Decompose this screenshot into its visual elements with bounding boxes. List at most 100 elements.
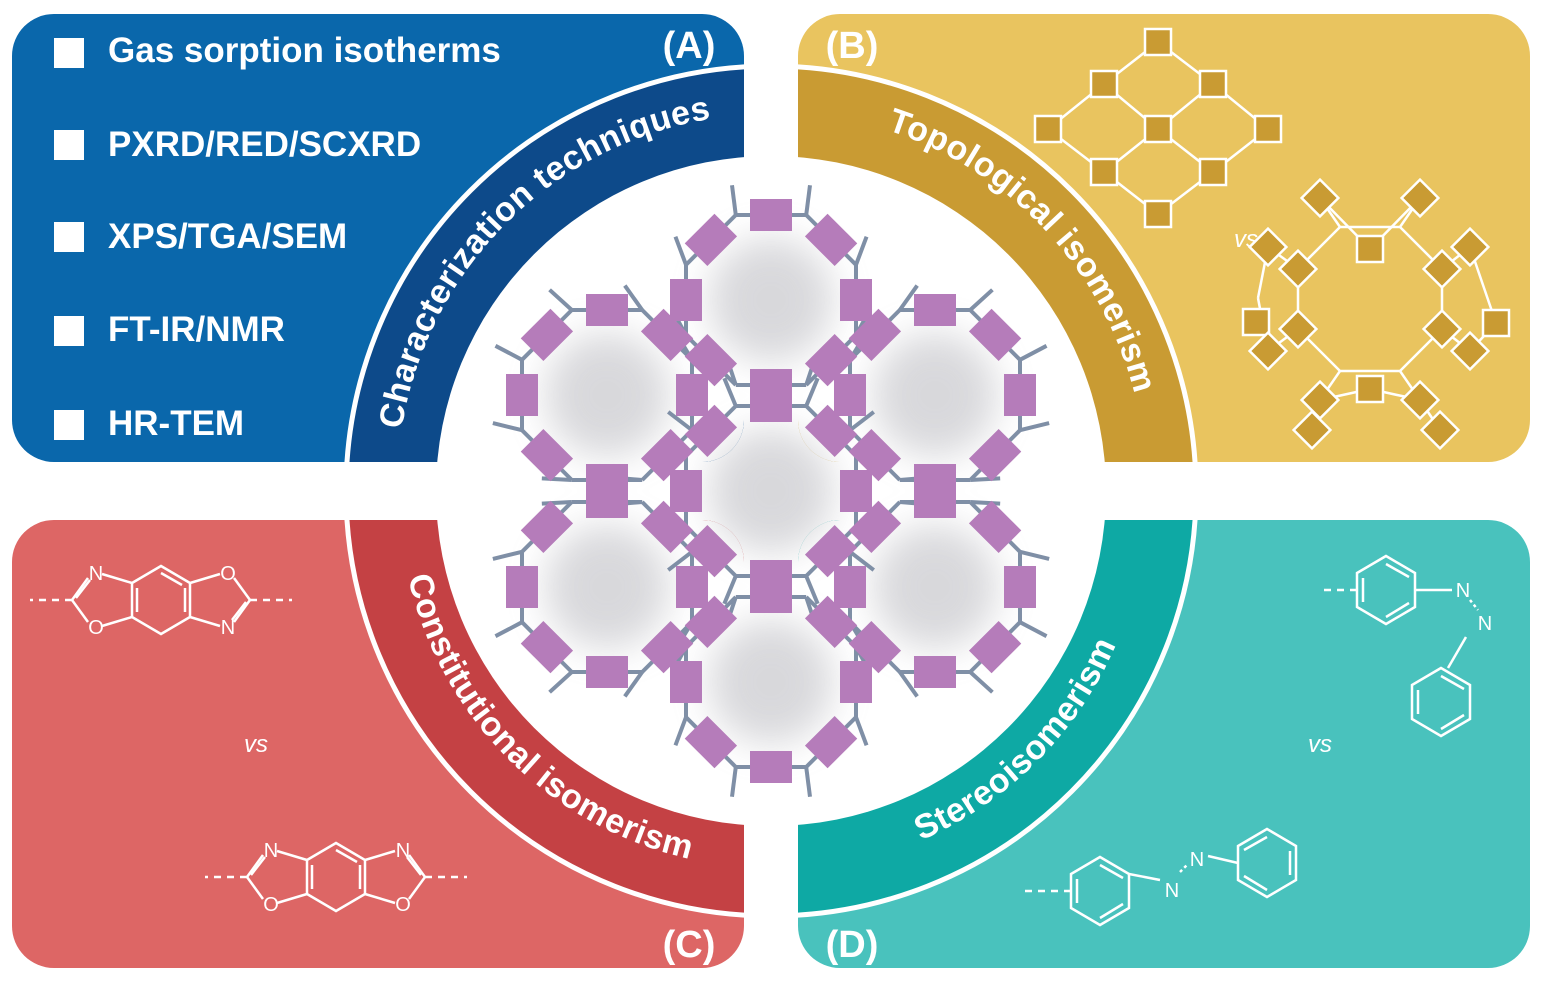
framework-linker-end: [1019, 421, 1050, 433]
framework-linker-end: [804, 575, 820, 605]
atom-label-o: O: [263, 894, 279, 916]
framework-linker-end: [722, 377, 738, 407]
technique-item: Gas sorption isotherms: [108, 31, 501, 70]
atom-label-n: N: [1478, 613, 1492, 635]
framework-linker-end: [548, 288, 574, 312]
atom-label-o: O: [220, 563, 236, 585]
framework-linker-end: [673, 236, 688, 266]
framework-linker-end: [804, 766, 812, 798]
framework-linker-end: [1019, 344, 1048, 362]
framework-node: [670, 279, 703, 321]
framework-node: [848, 428, 902, 482]
white-square-bullet-icon: [54, 130, 84, 160]
benzobisoxazole-linear-molecule-icon: [30, 564, 292, 636]
framework-node: [1003, 374, 1036, 416]
panel-d-vs: vs: [1308, 731, 1332, 758]
framework-linker-end: [968, 288, 994, 312]
framework-linker-end: [730, 184, 738, 216]
framework-node: [914, 655, 956, 688]
framework-node: [684, 595, 738, 649]
framework-node: [684, 524, 738, 578]
framework-node: [804, 595, 858, 649]
framework-linker-end: [968, 670, 994, 694]
white-square-bullet-icon: [54, 410, 84, 440]
framework-node: [804, 213, 858, 267]
framework-node: [848, 308, 902, 362]
framework-node: [914, 294, 956, 327]
framework-node: [675, 374, 708, 416]
framework-node: [834, 566, 867, 608]
framework-node: [675, 566, 708, 608]
framework-node: [670, 470, 703, 512]
framework-linker-end: [623, 284, 644, 312]
panel-c-label: (C): [663, 924, 716, 966]
framework-node: [1003, 566, 1036, 608]
atom-label-n: N: [1456, 580, 1470, 602]
framework-node: [684, 333, 738, 387]
framework-linker-end: [1019, 620, 1048, 638]
framework-linker-end: [898, 670, 919, 698]
framework-linker-end: [492, 421, 523, 433]
framework-node: [804, 404, 858, 458]
atom-label-n: N: [1190, 849, 1204, 871]
framework-linker-end: [623, 670, 644, 698]
framework-node: [750, 581, 792, 614]
atom-label-n: N: [264, 840, 278, 862]
benzobisoxazole-bent-molecule-icon: [205, 841, 467, 913]
framework-node: [968, 428, 1022, 482]
technique-item: XPS/TGA/SEM: [108, 217, 347, 256]
framework-node: [968, 500, 1022, 554]
framework-node: [750, 390, 792, 423]
framework-node: [750, 750, 792, 783]
framework-node: [839, 279, 872, 321]
framework-linker-end: [898, 284, 919, 312]
framework-linker-end: [970, 476, 1001, 482]
framework-linker-end: [970, 500, 1001, 506]
framework-node: [804, 524, 858, 578]
framework-node: [914, 486, 956, 519]
technique-item: FT-IR/NMR: [108, 310, 285, 349]
framework-linker-end: [804, 377, 820, 407]
framework-linker-end: [854, 716, 869, 746]
framework-nodes: [506, 199, 1036, 783]
framework-linker-end: [722, 575, 738, 605]
framework-linker-end: [804, 184, 812, 216]
atom-label-o: O: [395, 894, 411, 916]
framework-node: [506, 373, 539, 416]
white-square-bullet-icon: [54, 316, 84, 346]
framework-node: [520, 620, 574, 674]
atom-label-o: O: [88, 617, 104, 639]
white-square-bullet-icon: [54, 222, 84, 252]
white-square-bullet-icon: [54, 38, 84, 68]
technique-list: Gas sorption isotherms PXRD/RED/SCXRD XP…: [54, 31, 501, 443]
technique-item: HR-TEM: [108, 404, 244, 443]
framework-node: [684, 715, 738, 769]
framework-linker-end: [1019, 549, 1050, 561]
framework-linker-end: [541, 500, 572, 506]
framework-node: [640, 308, 694, 362]
panel-d-label: (D): [826, 924, 879, 966]
framework-linker-end: [492, 549, 523, 561]
framework-linker-end: [848, 410, 875, 432]
framework-node: [968, 620, 1022, 674]
trans-azobenzene-molecule-icon: [1024, 827, 1298, 927]
framework-node: [834, 374, 867, 416]
framework-node: [684, 404, 738, 458]
framework-node: [640, 620, 694, 674]
topology-diamond-lattice-icon: [1033, 27, 1283, 229]
framework-node: [804, 333, 858, 387]
framework-node: [670, 661, 703, 703]
framework-node: [640, 428, 694, 482]
framework-linker-end: [494, 344, 523, 362]
cis-azobenzene-molecule-icon: [1320, 554, 1479, 738]
framework-node: [586, 486, 628, 519]
panel-a-label: (A): [663, 25, 716, 67]
pore-shadows: [545, 238, 997, 744]
framework-node: [520, 500, 574, 554]
framework-linker-end: [494, 620, 523, 638]
framework-node: [839, 661, 872, 703]
framework-node: [520, 308, 574, 362]
framework-node: [804, 715, 858, 769]
framework-linker-end: [854, 236, 869, 266]
atom-label-n: N: [396, 840, 410, 862]
